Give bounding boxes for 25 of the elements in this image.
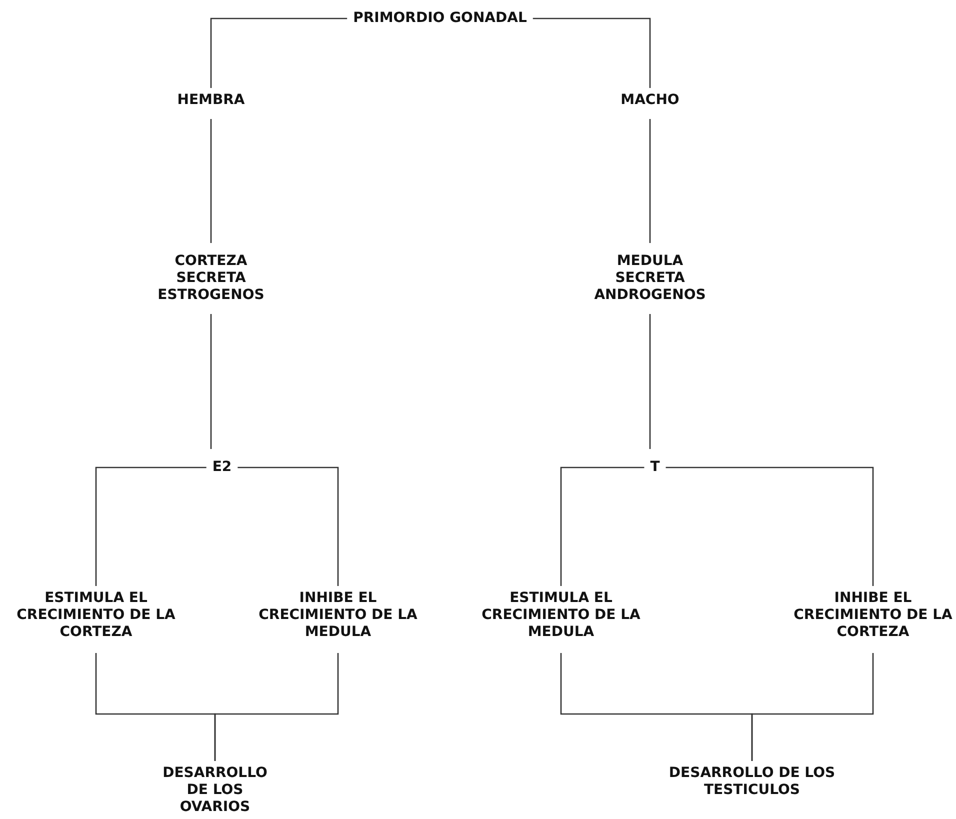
connector-line	[95, 466, 206, 586]
node-label: INHIBE EL CRECIMIENTO DE LA CORTEZA	[784, 590, 956, 641]
node-label: CORTEZA SECRETA ESTROGENOS	[142, 253, 280, 304]
node-label: INHIBE EL CRECIMIENTO DE LA MEDULA	[249, 590, 427, 641]
node-label: MEDULA SECRETA ANDROGENOS	[581, 253, 719, 304]
connector-line	[532, 18, 651, 88]
connector-line	[238, 466, 339, 586]
node-label: E2	[198, 459, 246, 476]
node-label: MACHO	[606, 92, 694, 109]
connector-line	[649, 119, 651, 243]
connector-line	[210, 314, 212, 449]
connector-line	[560, 466, 644, 586]
node-label: ESTIMULA EL CRECIMIENTO DE LA CORTEZA	[7, 590, 185, 641]
connector-line	[751, 653, 874, 761]
node-label: PRIMORDIO GONADAL	[326, 10, 554, 27]
connector-line	[210, 119, 212, 243]
connector-line	[666, 466, 874, 586]
node-label: DESARROLLO DE LOS TESTICULOS	[663, 765, 841, 799]
connector-line	[649, 314, 651, 449]
node-label: T	[636, 459, 674, 476]
node-label: HEMBRA	[162, 92, 260, 109]
node-label: ESTIMULA EL CRECIMIENTO DE LA MEDULA	[472, 590, 650, 641]
connector-line	[214, 653, 339, 761]
connector-line	[210, 18, 348, 88]
node-label: DESARROLLO DE LOS OVARIOS	[146, 765, 284, 816]
